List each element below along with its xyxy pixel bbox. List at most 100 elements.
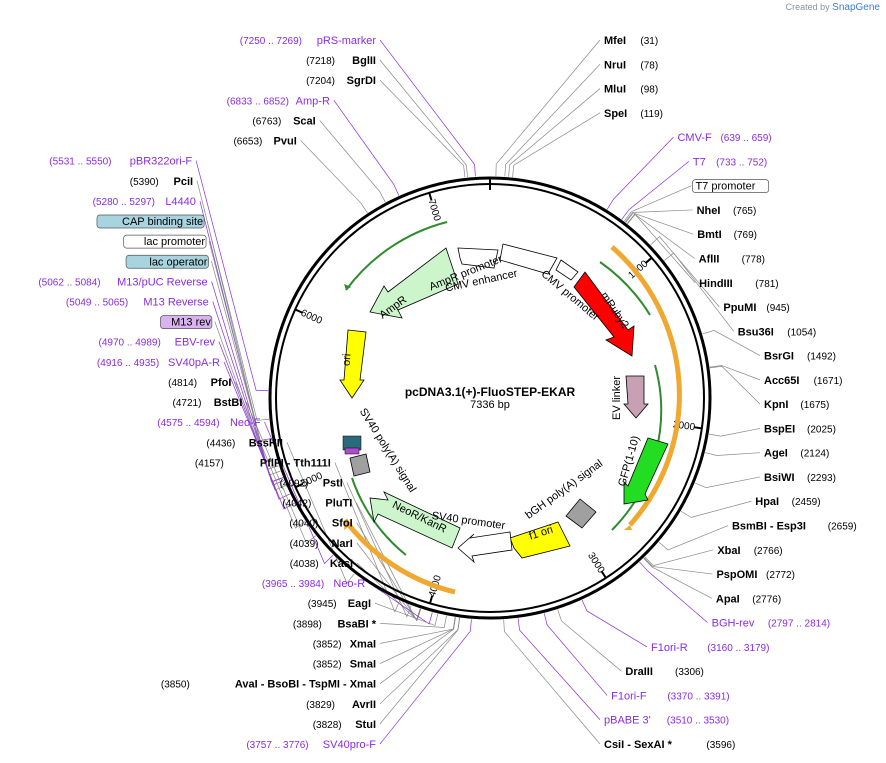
site-position: (3306) [675, 667, 704, 678]
site-name: NheI [697, 205, 721, 217]
site-position: (778) [742, 254, 765, 265]
tick-mark [295, 482, 304, 489]
site-label-agei: AgeI(2124) [764, 448, 829, 460]
site-position: (765) [733, 206, 756, 217]
site-name: EBV-rev [175, 337, 216, 349]
site-name: PstI [323, 478, 343, 490]
site-name: PciI [173, 176, 193, 188]
site-label-nari: NarI(4039) [290, 538, 353, 550]
ampr-arrow [369, 247, 459, 319]
site-name: CAP binding site [122, 216, 203, 228]
site-position: (2797 .. 2814) [768, 619, 830, 630]
site-label-pfoi: PfoI(4814) [168, 377, 231, 389]
site-label-bstbi: BstBI(4721) [173, 397, 243, 409]
plasmid-size: 7336 bp [470, 399, 510, 411]
site-leader [374, 602, 439, 626]
feature-tag-box [160, 315, 213, 329]
site-leader [709, 365, 761, 405]
ori-arrow [339, 329, 367, 399]
site-position: (945) [766, 303, 789, 314]
f1-ori-arrow [509, 521, 571, 559]
site-label-acc65i: Acc65I(1671) [764, 375, 843, 387]
site-label-scai: ScaI(6763) [252, 115, 315, 127]
orf-arrowhead-neo [344, 520, 352, 530]
site-leader [658, 525, 729, 551]
site-label-avai-bsobi-tspmi-xmai: AvaI - BsoBI - TspMI - XmaI(3850) [161, 679, 376, 691]
site-position: (2459) [792, 497, 821, 508]
orf-arc-neo [343, 518, 456, 595]
site-leader [246, 401, 317, 544]
site-label-pbr322ori-f: pBR322ori-F(5531 .. 5550) [49, 156, 192, 168]
site-position: (3596) [706, 740, 735, 751]
bgh-polya-box [565, 498, 597, 529]
site-position: (2293) [807, 473, 836, 484]
site-position: (7204) [306, 76, 335, 87]
site-leader [300, 140, 368, 214]
tick-mark [644, 257, 653, 264]
site-position: (3965 .. 3984) [262, 579, 324, 590]
site-name: StuI [355, 719, 376, 731]
site-position: (2659) [828, 522, 857, 533]
site-name: AvrII [352, 699, 376, 711]
site-label-xmai: XmaI(3852) [313, 638, 376, 650]
tick-mark [428, 192, 433, 201]
site-leader [495, 39, 601, 177]
site-label-bsrgi: BsrGI(1492) [764, 351, 836, 363]
site-name: BmtI [697, 229, 721, 241]
site-name: T7 [693, 156, 706, 168]
site-leader [626, 213, 695, 259]
site-label-pbabe-3-: pBABE 3' (3510 .. 3530) [604, 715, 729, 727]
site-name: pBR322ori-F [130, 156, 193, 168]
sv40-polya-box [349, 453, 371, 477]
site-position: (769) [734, 230, 757, 241]
site-leader [664, 252, 734, 332]
site-position: (4042) [282, 499, 311, 510]
site-position: (3757 .. 3776) [246, 740, 308, 751]
site-label-bsshii: BssHII(4436) [206, 437, 283, 449]
site-name: BsiWI [764, 472, 795, 484]
site-position: (3852) [313, 660, 342, 671]
site-name: ApaI [716, 593, 740, 605]
neor-kanr-arrow [369, 491, 461, 549]
site-name: Amp-R [296, 95, 330, 107]
site-leader [286, 442, 355, 584]
cmv-promoter-arrow [555, 259, 579, 281]
site-position: (5390) [130, 177, 159, 188]
site-leader [379, 39, 476, 177]
site-name: T7 promoter [695, 181, 755, 193]
feature-label-sv40-polya: SV40 poly(A) signal [357, 406, 418, 494]
site-name: pBABE 3' [604, 715, 651, 727]
site-leader [581, 599, 648, 648]
site-name: PpuMI [723, 302, 756, 314]
tick-label: 3000 [585, 551, 607, 576]
site-leader [379, 619, 472, 745]
site-leader [709, 365, 761, 381]
site-label-nrui: NruI(78) [604, 59, 658, 71]
site-position: (3510 .. 3530) [667, 716, 729, 727]
site-label-cap-binding-site: CAP binding site [96, 214, 205, 229]
site-name: KasI [330, 558, 353, 570]
site-name: CsiI - SexAI * [604, 739, 673, 751]
site-name: HpaI [755, 496, 779, 508]
site-leader [223, 361, 295, 510]
site-position: (3945) [308, 599, 337, 610]
site-position: (1675) [800, 400, 829, 411]
site-leader [606, 136, 674, 210]
site-name: BspEI [764, 423, 795, 435]
site-name: AflII [699, 253, 720, 265]
feature-label-ev-linker: EV linker [611, 376, 623, 420]
m13-rev-box [344, 447, 360, 455]
site-name: SmaI [350, 659, 376, 671]
site-position: (3160 .. 3179) [707, 643, 769, 654]
site-label-kpni: KpnI(1675) [764, 399, 829, 411]
site-name: Acc65I [764, 375, 799, 387]
site-position: (3370 .. 3391) [667, 691, 729, 702]
site-leader [379, 617, 456, 644]
site-position: (4040) [289, 519, 318, 530]
site-name: MluI [604, 84, 626, 96]
site-leader [334, 462, 401, 613]
site-label-ppumi: PpuMI (945) [723, 302, 789, 314]
site-name: F1ori-F [611, 690, 647, 702]
site-label-spei: SpeI(119) [604, 108, 663, 120]
site-label-t7-promoter: T7 promoter [692, 179, 770, 194]
